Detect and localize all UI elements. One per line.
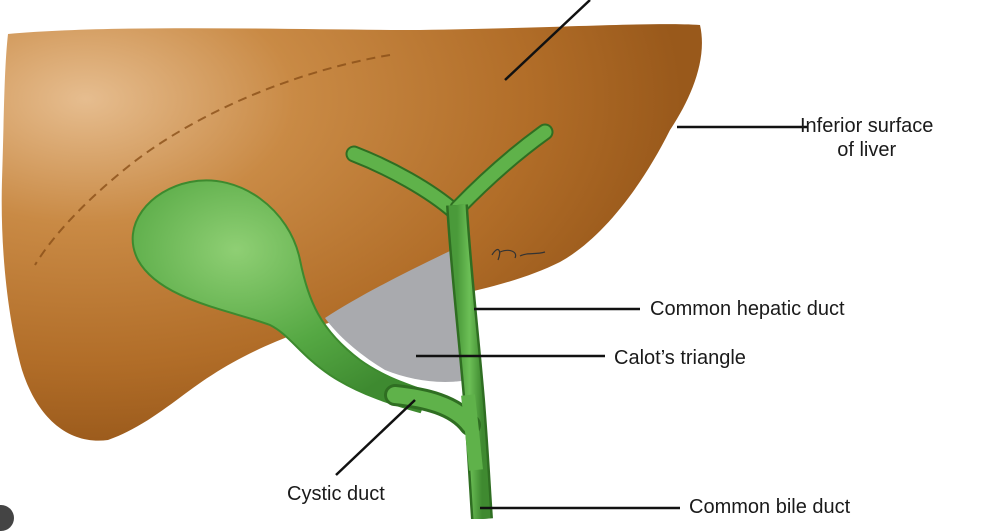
gallbladder xyxy=(131,179,430,414)
label-calots-triangle: Calot’s triangle xyxy=(614,347,746,369)
label-inferior-surface-of-liver: Inferior surface of liver xyxy=(800,114,933,162)
calots-triangle xyxy=(325,250,468,382)
liver xyxy=(1,24,702,441)
common-hepatic-duct xyxy=(448,204,491,519)
liver-contour-line xyxy=(34,54,391,266)
duct-junction-cover xyxy=(461,394,483,471)
leader-line-cystic-duct xyxy=(335,399,416,476)
artist-signature xyxy=(491,248,546,261)
leader-line-top xyxy=(504,0,591,81)
label-common-bile-duct: Common bile duct xyxy=(689,496,851,518)
right-hepatic-duct-fill xyxy=(347,147,462,219)
anatomy-diagram xyxy=(1,0,808,519)
label-liver-line-1: Inferior surface xyxy=(800,115,934,137)
label-common-hepatic-duct: Common hepatic duct xyxy=(650,298,845,320)
label-cystic-duct: Cystic duct xyxy=(287,483,385,505)
left-hepatic-duct-fill xyxy=(451,125,552,215)
label-liver-line-2: of liver xyxy=(837,139,897,161)
